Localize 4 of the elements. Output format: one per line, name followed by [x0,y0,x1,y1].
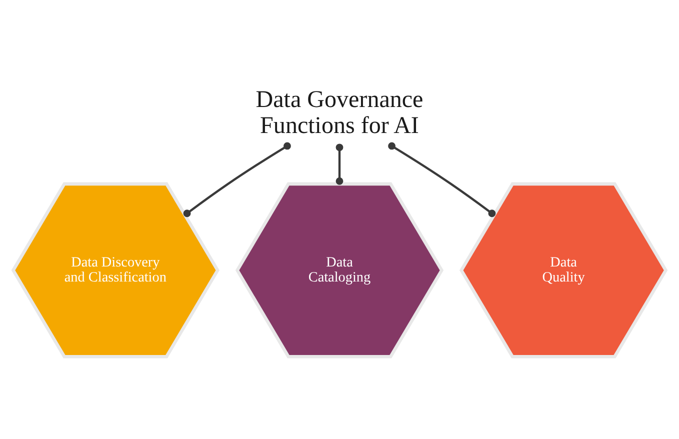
node-text: Data Governance Functions for AI [256,86,424,139]
connector [336,143,344,184]
connector [388,142,496,217]
connector [183,142,291,217]
